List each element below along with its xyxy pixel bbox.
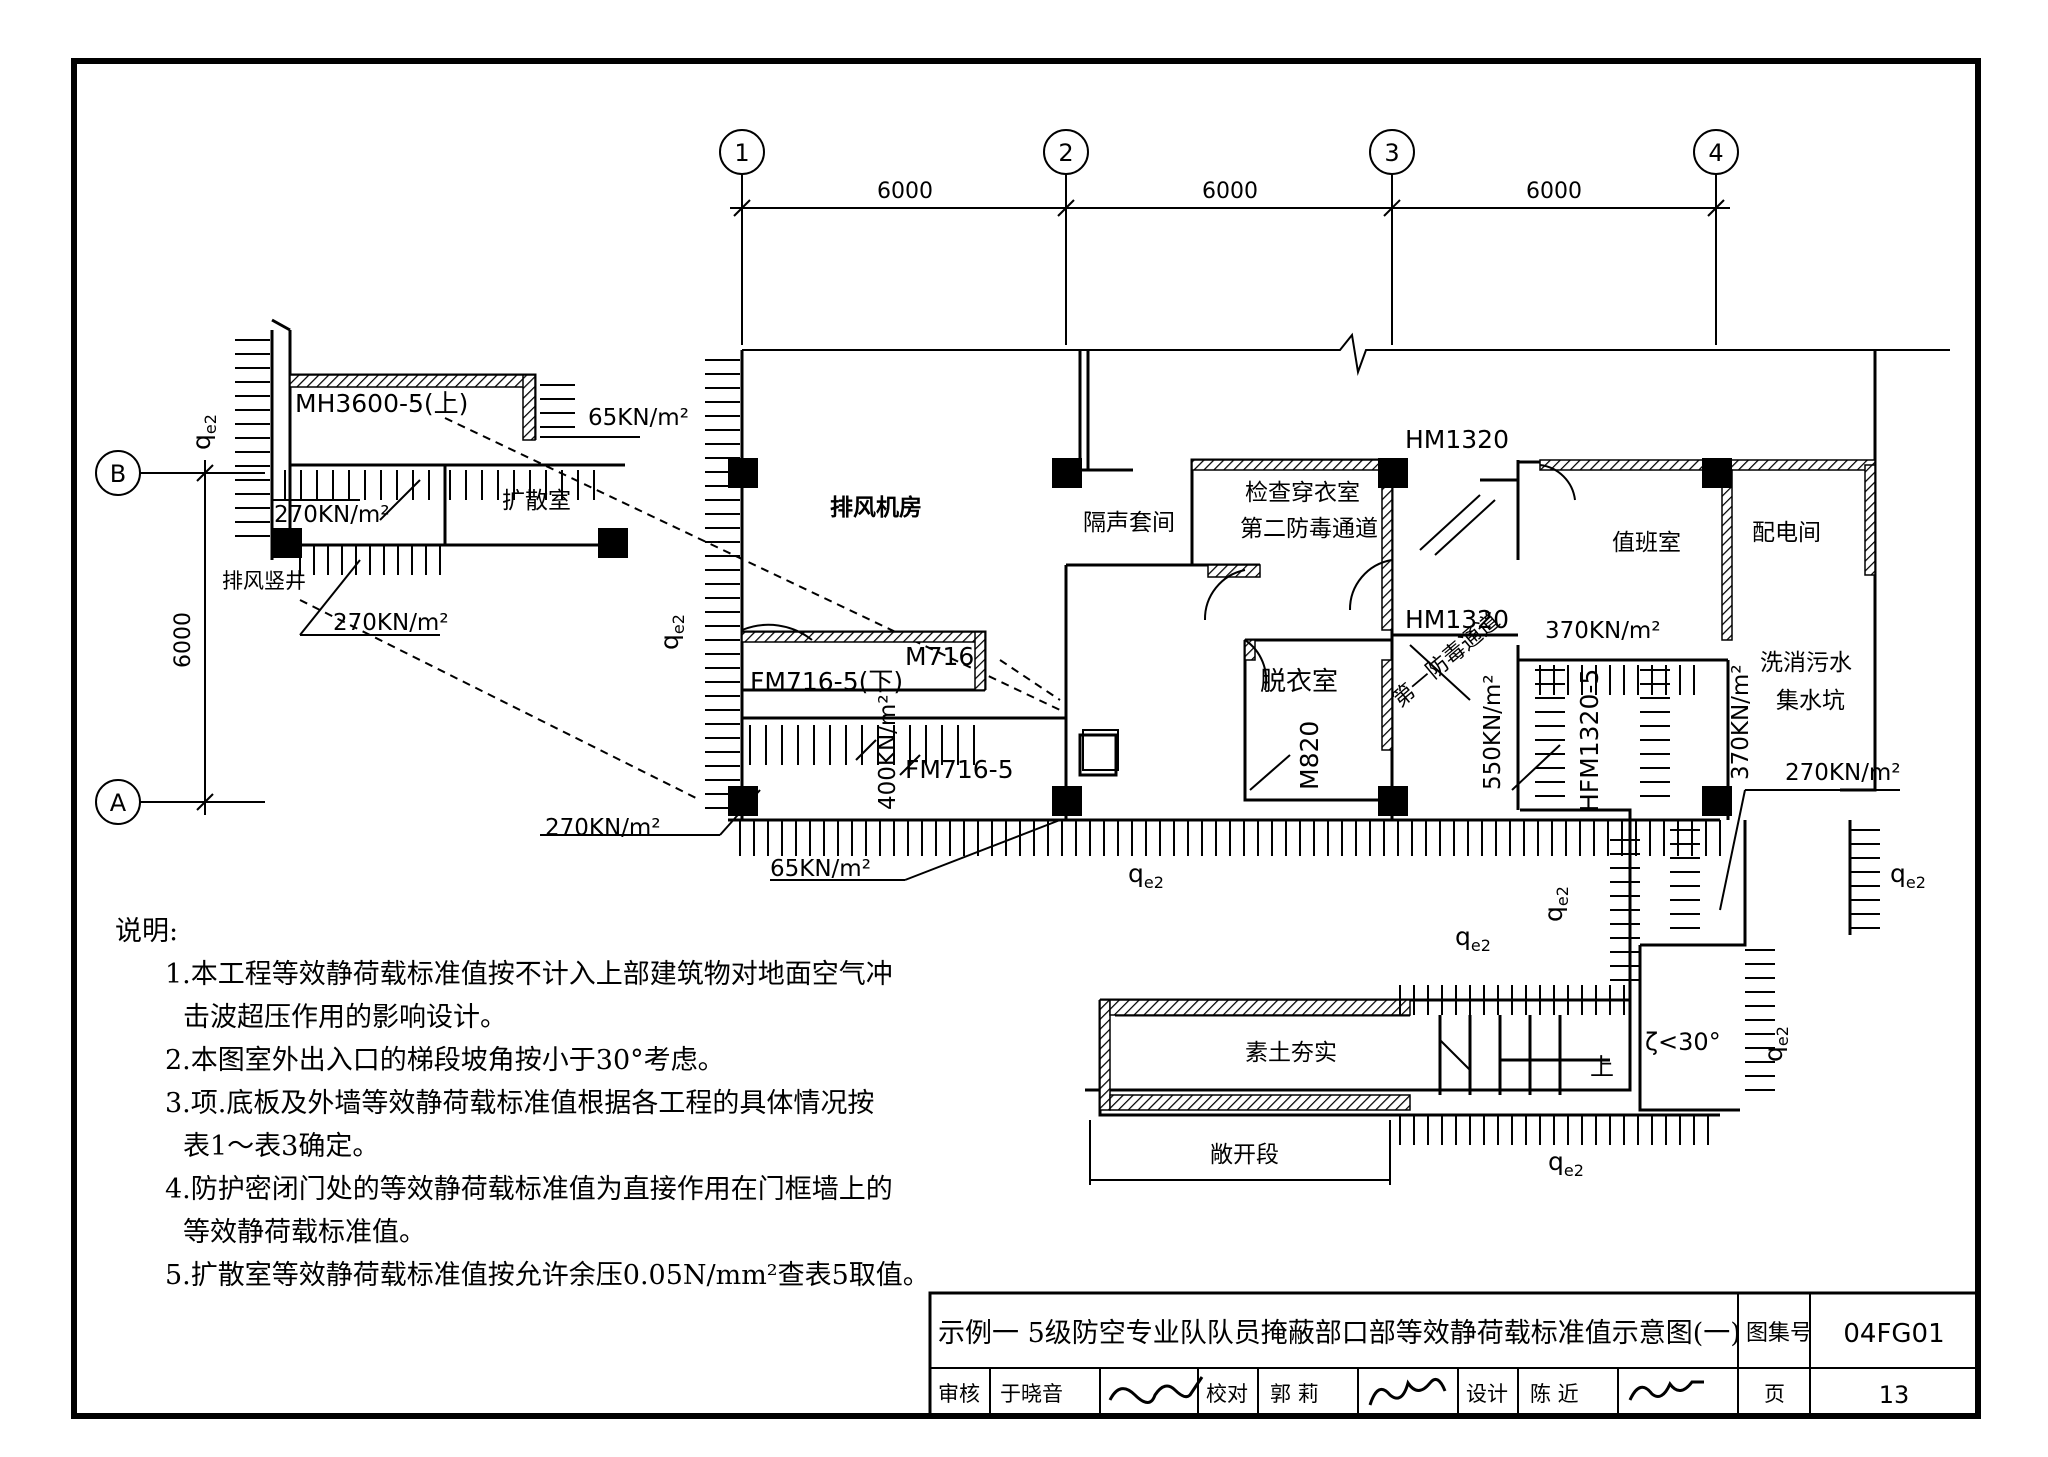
load-270-sump: 270KN/m² xyxy=(1785,760,1901,786)
page-label: 页 xyxy=(1764,1382,1785,1406)
qe2-label-pit: qe2 xyxy=(1759,1026,1792,1062)
door-hfm1320: HFM1320-5 xyxy=(1575,669,1604,812)
door-hm1320-top: HM1320 xyxy=(1405,425,1509,454)
room-undressing: 脱衣室 xyxy=(1260,667,1338,697)
notes-block: 说明: 1.本工程等效静荷载标准值按不计入上部建筑物对地面空气冲 击波超压作用的… xyxy=(115,910,930,1297)
note-3-cont: 表1～表3确定。 xyxy=(183,1131,380,1162)
review-label: 审核 xyxy=(938,1382,980,1406)
note-4-cont: 等效静荷载标准值。 xyxy=(183,1217,426,1248)
page-number: 13 xyxy=(1879,1381,1910,1409)
qe2-label-left: qe2 xyxy=(187,414,220,450)
load-65-bottom: 65KN/m² xyxy=(770,856,871,882)
dim-1-2: 6000 xyxy=(877,179,933,204)
axis-4-label: 4 xyxy=(1708,139,1723,167)
drawing-title: 示例一 5级防空专业队队员掩蔽部口部等效静荷载标准值示意图(一) xyxy=(938,1318,1741,1349)
atlas-number: 04FG01 xyxy=(1843,1319,1944,1349)
designer-name: 陈 近 xyxy=(1530,1382,1579,1406)
axis-grid xyxy=(95,129,1950,825)
stair-up-label: 上 xyxy=(1590,1053,1614,1081)
room-open-section: 敞开段 xyxy=(1210,1142,1279,1168)
axis-1-label: 1 xyxy=(734,139,749,167)
room-exhaust-shaft: 排风竖井 xyxy=(222,569,306,593)
notes-title: 说明: xyxy=(115,916,179,947)
load-270-axisA: 270KN/m² xyxy=(545,815,661,841)
load-270-shaft: 270KN/m² xyxy=(333,610,449,636)
leader-lines xyxy=(272,436,1900,1185)
qe2-label-stair-side: qe2 xyxy=(1539,886,1572,922)
room-exhaust-machine: 排风机房 xyxy=(830,494,922,521)
hatched-walls xyxy=(289,374,1876,1111)
room-backfill: 素土夯实 xyxy=(1245,1040,1337,1066)
note-3: 3.项.底板及外墙等效静荷载标准值根据各工程的具体情况按 xyxy=(165,1088,875,1119)
room-wash-sump: 洗消污水 xyxy=(1760,650,1852,676)
structural-columns xyxy=(272,458,1732,816)
axis-2-label: 2 xyxy=(1058,139,1073,167)
note-1-cont: 击波超压作用的影响设计。 xyxy=(183,1002,507,1033)
reviewer-name: 于晓音 xyxy=(1000,1382,1063,1406)
note-1: 1.本工程等效静荷载标准值按不计入上部建筑物对地面空气冲 xyxy=(165,959,893,990)
door-swings xyxy=(379,464,1576,1071)
slope-label: ζ<30° xyxy=(1645,1028,1721,1056)
door-mh3600: MH3600-5(上) xyxy=(295,389,468,418)
check-label: 校对 xyxy=(1206,1382,1248,1406)
dim-3-4: 6000 xyxy=(1526,179,1582,204)
note-4: 4.防护密闭门处的等效静荷载标准值为直接作用在门框墙上的 xyxy=(165,1174,893,1205)
room-inspection-dressing: 检查穿衣室 xyxy=(1245,480,1360,506)
door-m716: M716 xyxy=(905,642,974,671)
room-sump-pit: 集水坑 xyxy=(1776,688,1845,714)
axis-A-label: A xyxy=(110,789,127,817)
load-400: 400KN/m² xyxy=(875,694,901,810)
qe2-label-right: qe2 xyxy=(1890,859,1926,892)
qe2-label-bottom: qe2 xyxy=(1128,859,1164,892)
axis-3-label: 3 xyxy=(1384,139,1399,167)
title-block xyxy=(928,1291,1980,1418)
load-370-wall: 370KN/m² xyxy=(1728,664,1754,780)
door-fm716: FM716-5 xyxy=(905,755,1014,784)
checker-name: 郭 莉 xyxy=(1270,1382,1319,1406)
load-370-duty: 370KN/m² xyxy=(1545,618,1661,644)
room-duty: 值班室 xyxy=(1612,530,1681,556)
room-power: 配电间 xyxy=(1752,520,1821,546)
door-m820: M820 xyxy=(1295,721,1324,790)
note-2: 2.本图室外出入口的梯段坡角按小于30°考虑。 xyxy=(165,1045,725,1076)
load-550: 550KN/m² xyxy=(1480,674,1506,790)
signatures xyxy=(1108,1376,1704,1406)
design-label: 设计 xyxy=(1466,1382,1508,1406)
room-soundproof-vestibule: 隔声套间 xyxy=(1083,510,1175,536)
axis-B-label: B xyxy=(110,460,126,488)
qe2-label-mid: qe2 xyxy=(655,614,688,650)
dim-2-3: 6000 xyxy=(1202,179,1258,204)
note-5: 5.扩散室等效静荷载标准值按允许余压0.05N/mm²查表5取值。 xyxy=(165,1260,930,1291)
load-270-diffusion: 270KN/m² xyxy=(274,502,390,528)
qe2-label-stair: qe2 xyxy=(1455,922,1491,955)
load-65-top: 65KN/m² xyxy=(588,405,689,431)
room-diffusion: 扩散室 xyxy=(502,488,571,514)
door-hm1320-mid: HM1320 xyxy=(1405,605,1509,634)
atlas-label: 图集号 xyxy=(1746,1321,1812,1346)
room-second-decontam: 第二防毒通道 xyxy=(1240,516,1378,542)
door-fm716-down: FM716-5(下) xyxy=(750,667,903,696)
load-arrows xyxy=(235,339,1880,1145)
dim-A-B: 6000 xyxy=(171,612,196,668)
qe2-label-base: qe2 xyxy=(1548,1147,1584,1180)
